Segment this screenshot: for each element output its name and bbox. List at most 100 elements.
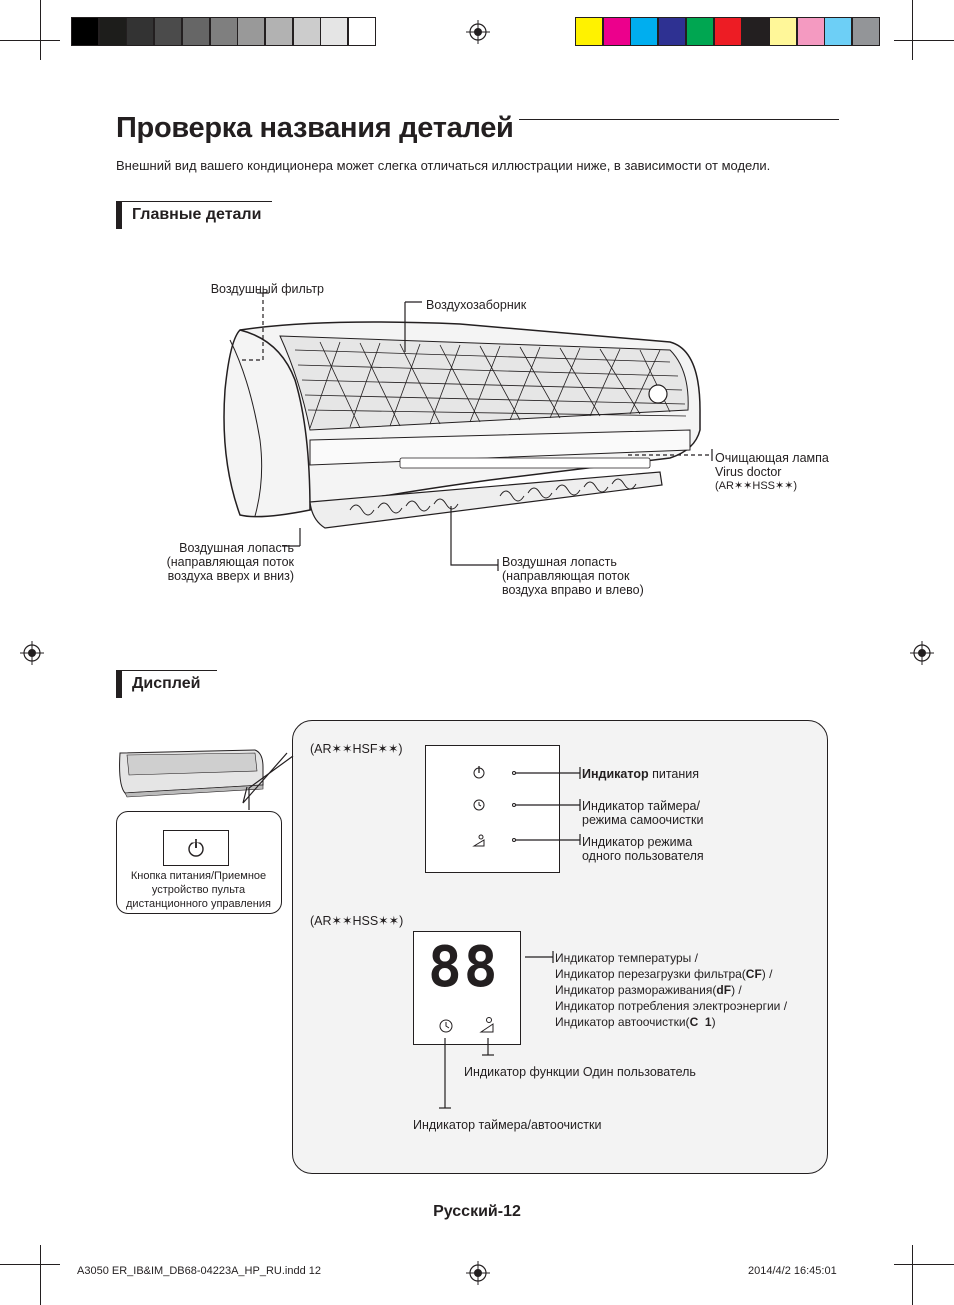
hsf-single-user-icon xyxy=(472,834,485,847)
label-line: Воздушная лопасть xyxy=(502,555,617,569)
color-swatch xyxy=(630,17,659,46)
page-number: Русский-12 xyxy=(433,1203,521,1220)
color-swatch xyxy=(768,17,797,46)
display-panel xyxy=(292,720,828,1174)
registration-mark-bottom xyxy=(466,1261,490,1285)
color-swatch xyxy=(658,17,687,46)
hsf-leader-lines xyxy=(515,767,581,845)
power-button[interactable] xyxy=(163,830,229,866)
section-heading-main-parts: Главные детали xyxy=(116,201,272,229)
hsf-timer-icon xyxy=(473,799,485,811)
label-line: Индикатор автоочистки(C 1) xyxy=(555,1014,787,1030)
air-filter-label: Воздушный фильтр xyxy=(210,282,324,296)
virus-doctor-lamp-label: Очищающая лампа Virus doctor (AR✶✶HSS✶✶) xyxy=(715,451,829,493)
color-swatch xyxy=(98,17,127,46)
color-swatch xyxy=(852,17,880,46)
power-icon xyxy=(188,839,204,857)
hss-model-label: (AR✶✶HSS✶✶) xyxy=(310,914,404,928)
hss-leader-lines xyxy=(439,951,554,1109)
registration-mark-left xyxy=(20,641,44,665)
segment-code: CF xyxy=(745,967,762,981)
horizontal-air-blades xyxy=(349,478,637,516)
label-line: одного пользователя xyxy=(582,849,704,863)
label-line: Индикатор режима xyxy=(582,835,693,849)
label-rest: питания xyxy=(648,767,700,781)
section-heading-display: Дисплей xyxy=(116,670,217,698)
lamp-label-line: Virus doctor xyxy=(715,465,782,479)
label-line: (направляющая поток xyxy=(166,555,294,569)
vertical-air-blade xyxy=(309,471,663,529)
color-swatch xyxy=(126,17,155,46)
label-line: режима самоочистки xyxy=(582,813,704,827)
unit-thumbnail xyxy=(119,749,288,804)
color-swatch xyxy=(741,17,770,46)
color-swatch xyxy=(320,17,349,46)
label-part: ) / xyxy=(731,983,742,997)
hsf-power-icon xyxy=(473,766,485,779)
hsf-display xyxy=(425,745,560,873)
label-part: ) xyxy=(711,1015,716,1029)
color-swatch xyxy=(71,17,99,46)
label-part: ) / xyxy=(761,967,773,981)
label-line: воздуха вправо и влево) xyxy=(502,583,644,597)
hss-single-user-label: Индикатор функции Один пользователь xyxy=(464,1065,696,1079)
label-part: Индикатор перезагрузки фильтра( xyxy=(555,967,746,981)
power-button-label: Кнопка питания/Приемное устройство пульт… xyxy=(117,869,280,911)
hss-timer-label: Индикатор таймера/автоочистки xyxy=(413,1118,602,1132)
hss-timer-icon xyxy=(439,1019,453,1033)
air-conditioner-illustration xyxy=(223,292,713,571)
hsf-timer-indicator-label: Индикатор таймера/ режима самоочистки xyxy=(582,799,703,827)
section-heading-display-text: Дисплей xyxy=(132,675,201,692)
label-part: Индикатор размораживания( xyxy=(555,983,717,997)
horizontal-blade-label: Воздушная лопасть (направляющая поток во… xyxy=(502,555,644,597)
label-line: (направляющая поток xyxy=(502,569,630,583)
section-heading-main-parts-text: Главные детали xyxy=(132,206,262,223)
color-swatch xyxy=(209,17,238,46)
label-line: Индикатор размораживания(dF) / xyxy=(555,982,787,998)
color-swatch xyxy=(181,17,210,46)
hss-single-user-icon xyxy=(479,1017,494,1033)
lamp-label-line: Очищающая лампа xyxy=(715,451,829,465)
hss-temperature-indicator-label: Индикатор температуры / Индикатор переза… xyxy=(555,950,787,1030)
intro-text: Внешний вид вашего кондиционера может сл… xyxy=(116,158,771,173)
power-button-card: Кнопка питания/Приемное устройство пульт… xyxy=(116,811,282,914)
air-intake-label: Воздухозаборник xyxy=(426,298,527,312)
label-line: Индикатор таймера/ xyxy=(582,799,700,813)
label-line: Индикатор потребления электроэнергии / xyxy=(555,999,788,1013)
segment-code: dF xyxy=(716,983,732,997)
hsf-model-label: (AR✶✶HSF✶✶) xyxy=(310,742,403,756)
footer-date: 2014/4/2 16:45:01 xyxy=(748,1265,837,1277)
color-swatch xyxy=(264,17,293,46)
label-line: Кнопка питания/Приемное xyxy=(130,870,267,882)
color-swatch xyxy=(292,17,321,46)
label-line: воздуха вверх и вниз) xyxy=(167,569,294,583)
color-swatch xyxy=(713,17,742,46)
color-swatch xyxy=(602,17,631,46)
seven-segment-digits: 88 xyxy=(428,935,500,1000)
label-line: дистанционного управления xyxy=(126,898,271,910)
label-line: Воздушная лопасть xyxy=(179,541,294,555)
panel-pointer xyxy=(248,755,294,810)
color-swatch xyxy=(154,17,183,46)
page-title: Проверка названия деталей xyxy=(116,112,514,144)
hss-display: 88 xyxy=(413,931,521,1045)
color-swatch xyxy=(575,17,603,46)
label-line: Индикатор перезагрузки фильтра(CF) / xyxy=(555,966,787,982)
section-rule xyxy=(122,201,272,202)
footer-file-name: A3050 ER_IB&IM_DB68-04223A_HP_RU.indd 12 xyxy=(77,1265,321,1277)
label-part: Индикатор автоочистки( xyxy=(555,1015,690,1029)
color-swatch xyxy=(348,17,376,46)
color-swatch xyxy=(685,17,714,46)
vertical-blade-label: Воздушная лопасть (направляющая поток во… xyxy=(140,541,294,583)
color-swatch xyxy=(796,17,825,46)
hsf-power-indicator-label: Индикатор питания xyxy=(582,767,699,781)
title-rule xyxy=(519,119,839,120)
segment-code: C 1 xyxy=(689,1015,712,1029)
hsf-single-user-label: Индикатор режима одного пользователя xyxy=(582,835,704,863)
color-swatch xyxy=(824,17,853,46)
color-swatch xyxy=(237,17,266,46)
label-line: устройство пульта xyxy=(151,884,246,896)
hss-display-icons xyxy=(439,1017,494,1033)
grille-pattern xyxy=(294,341,687,429)
section-rule xyxy=(122,670,217,671)
